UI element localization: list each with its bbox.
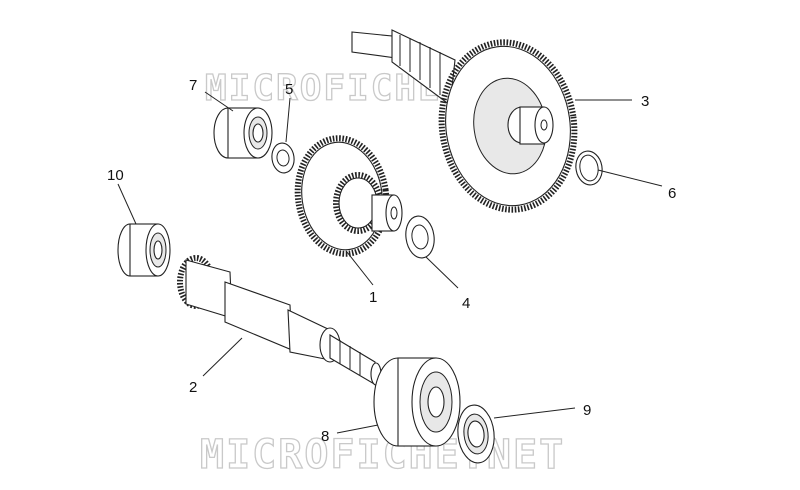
part-7-bearing [213,107,273,159]
part-5-washer [271,142,295,174]
part-1-intermediate-gear [294,135,403,257]
part-10-bearing [117,223,171,277]
callout-5: 5 [285,81,293,98]
part-2-pinion-shaft [177,255,382,386]
callout-10: 10 [107,167,124,184]
part-8-bearing [373,357,461,447]
callout-2: 2 [189,379,197,396]
part-9-seal [457,404,495,464]
watermark-bottom: MICROFICHE.NET [200,432,565,478]
callout-8: 8 [321,428,329,445]
part-4-washer [405,215,435,259]
part-6-circlip [575,150,603,186]
callout-7: 7 [189,77,197,94]
leader-lines [117,91,663,434]
callout-3: 3 [641,93,649,110]
callout-9: 9 [583,402,591,419]
callout-6: 6 [668,185,676,202]
callout-4: 4 [462,295,470,312]
callout-1: 1 [369,289,377,306]
